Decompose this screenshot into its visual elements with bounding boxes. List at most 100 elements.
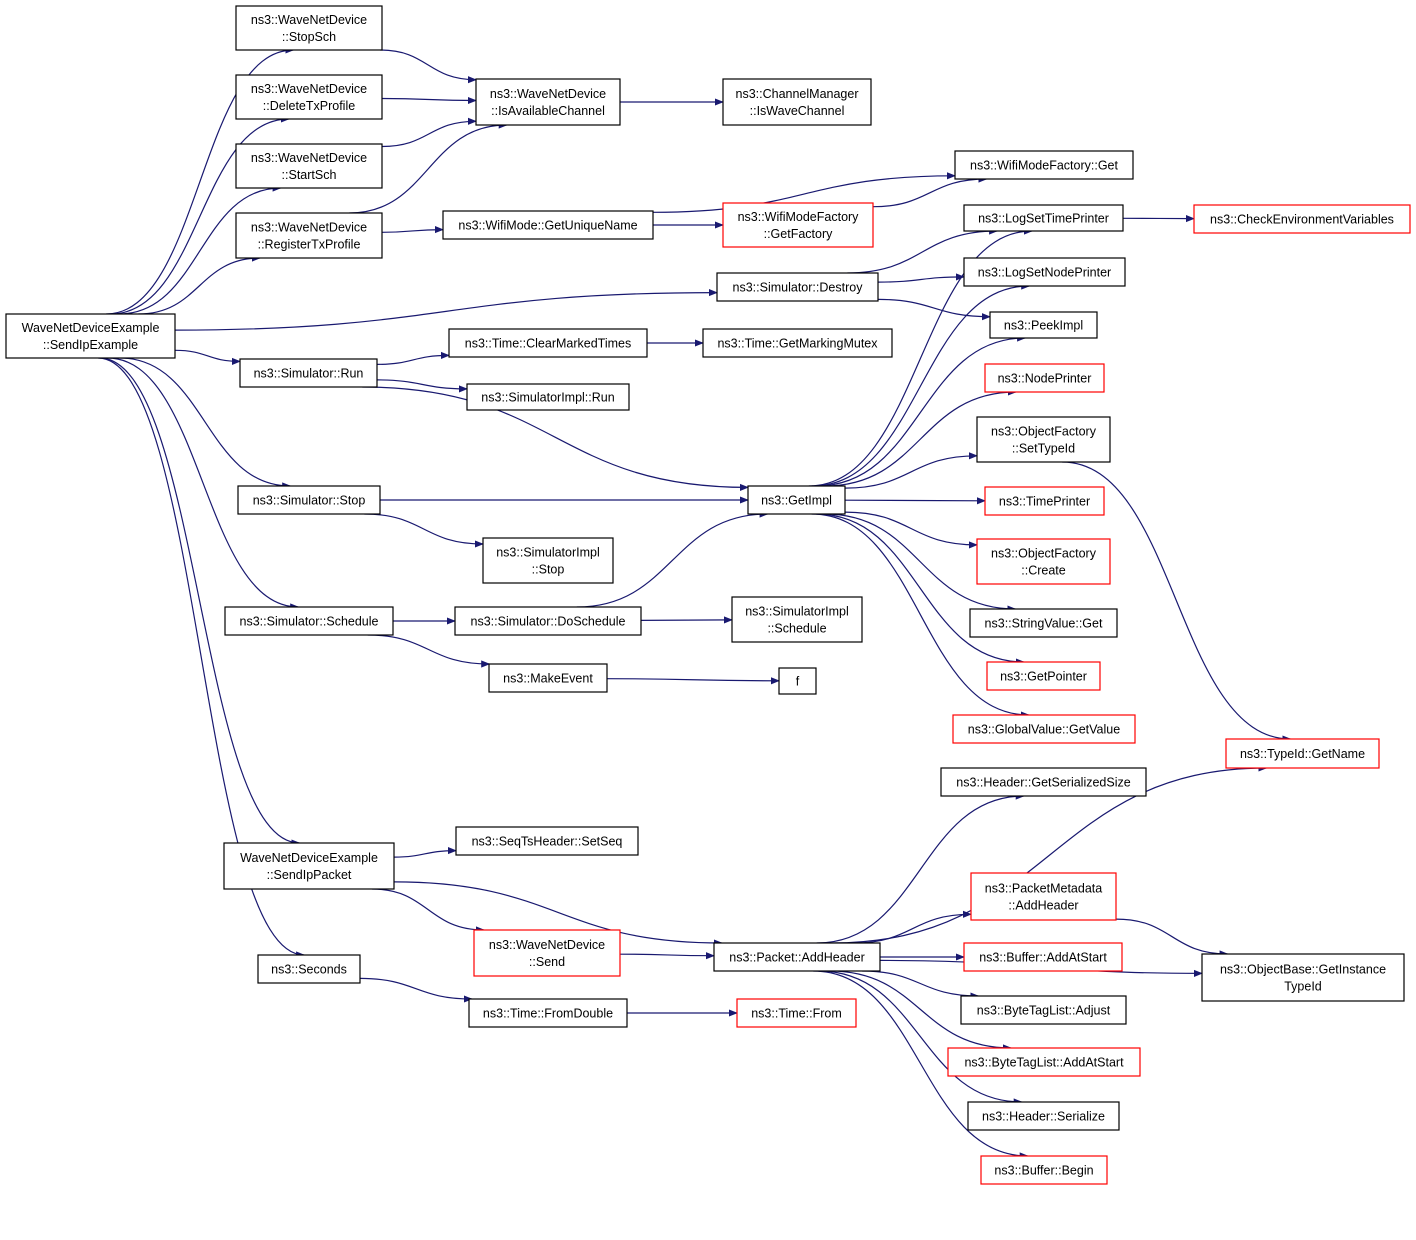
node-label: ns3::Simulator::Stop	[253, 494, 366, 508]
node-getimpl[interactable]: ns3::GetImpl	[747, 485, 846, 515]
node-getpointer[interactable]: ns3::GetPointer	[986, 661, 1101, 691]
node-isavail[interactable]: ns3::WaveNetDevice::IsAvailableChannel	[475, 78, 621, 126]
node-box	[713, 942, 881, 972]
node-markingmutex[interactable]: ns3::Time::GetMarkingMutex	[702, 328, 893, 358]
node-gvgetvalue[interactable]: ns3::GlobalValue::GetValue	[952, 714, 1136, 744]
node-pmaddheader[interactable]: ns3::PacketMetadata::AddHeader	[970, 872, 1117, 921]
node-box	[257, 954, 361, 984]
node-fromdouble[interactable]: ns3::Time::FromDouble	[468, 998, 628, 1028]
call-edge-simrun-to-getimpl	[362, 386, 749, 491]
call-edge-addheader-to-btladdstart	[829, 970, 1012, 1052]
node-label: ::GetFactory	[764, 227, 834, 241]
node-simimplstop[interactable]: ns3::SimulatorImpl::Stop	[482, 537, 614, 584]
node-label: ::Stop	[532, 563, 565, 577]
node-getuniq[interactable]: ns3::WifiMode::GetUniqueName	[442, 210, 654, 240]
node-box	[224, 606, 394, 636]
node-setseq[interactable]: ns3::SeqTsHeader::SetSeq	[455, 826, 639, 856]
node-label: ::SetTypeId	[1012, 442, 1075, 456]
edge-layer	[98, 46, 1292, 1160]
node-box	[980, 1155, 1108, 1185]
node-label: ns3::WaveNetDevice	[251, 221, 367, 235]
call-edge-seconds-to-fromdouble	[359, 977, 473, 1003]
call-edge-simrun-to-clearmarked	[376, 351, 450, 365]
node-btladdstart[interactable]: ns3::ByteTagList::AddAtStart	[947, 1047, 1141, 1077]
node-label: ns3::Simulator::DoSchedule	[471, 615, 626, 629]
node-bufbegin[interactable]: ns3::Buffer::Begin	[980, 1155, 1108, 1185]
node-stringget[interactable]: ns3::StringValue::Get	[969, 608, 1118, 638]
node-label: ns3::Header::Serialize	[982, 1110, 1105, 1124]
node-typeidname[interactable]: ns3::TypeId::GetName	[1225, 738, 1380, 769]
node-wndsend[interactable]: ns3::WaveNetDevice::Send	[473, 929, 621, 977]
node-btladjust[interactable]: ns3::ByteTagList::Adjust	[960, 995, 1127, 1025]
node-lognode[interactable]: ns3::LogSetNodePrinter	[963, 257, 1126, 287]
node-box	[473, 929, 621, 977]
call-edge-addheader-to-hdrserialize	[818, 970, 1023, 1106]
node-box	[940, 767, 1147, 797]
node-label: ns3::CheckEnvironmentVariables	[1210, 213, 1394, 227]
node-timeprinter[interactable]: ns3::TimePrinter	[984, 486, 1105, 516]
node-simrun[interactable]: ns3::Simulator::Run	[239, 358, 378, 388]
node-label: ns3::WaveNetDevice	[251, 13, 367, 27]
node-addheader[interactable]: ns3::Packet::AddHeader	[713, 942, 881, 972]
node-box	[947, 1047, 1141, 1077]
node-simschedule[interactable]: ns3::Simulator::Schedule	[224, 606, 394, 636]
node-label: ns3::GlobalValue::GetValue	[968, 723, 1120, 737]
node-makeevent[interactable]: ns3::MakeEvent	[488, 663, 608, 693]
node-setTypeId[interactable]: ns3::ObjectFactory::SetTypeId	[976, 416, 1111, 463]
node-label: ns3::Time::GetMarkingMutex	[717, 337, 878, 351]
node-label: TypeId	[1284, 980, 1322, 994]
node-label: ns3::GetImpl	[761, 494, 832, 508]
node-label: ns3::Buffer::AddAtStart	[979, 951, 1107, 965]
node-label: WaveNetDeviceExample	[22, 321, 160, 335]
node-destroy[interactable]: ns3::Simulator::Destroy	[716, 272, 879, 302]
node-hdrserialize[interactable]: ns3::Header::Serialize	[967, 1101, 1120, 1131]
node-box	[716, 272, 879, 302]
node-registertx[interactable]: ns3::WaveNetDevice::RegisterTxProfile	[235, 212, 383, 259]
node-simimplsched[interactable]: ns3::SimulatorImpl::Schedule	[731, 596, 863, 643]
node-bufaddstart[interactable]: ns3::Buffer::AddAtStart	[963, 942, 1123, 972]
node-box	[455, 826, 639, 856]
node-box	[731, 596, 863, 643]
node-nodeprinter[interactable]: ns3::NodePrinter	[984, 363, 1105, 393]
node-f[interactable]: f	[778, 667, 817, 695]
node-stopsch[interactable]: ns3::WaveNetDevice::StopSch	[235, 5, 383, 51]
node-simimplrun[interactable]: ns3::SimulatorImpl::Run	[466, 383, 630, 411]
node-box	[1193, 204, 1411, 234]
call-edge-addheader-to-bufbegin	[813, 970, 1029, 1160]
node-label: ns3::WaveNetDevice	[251, 82, 367, 96]
node-timefrom[interactable]: ns3::Time::From	[736, 998, 857, 1028]
node-wmfget[interactable]: ns3::WifiModeFactory::Get	[954, 150, 1134, 180]
call-edge-root-to-stopsch	[106, 46, 295, 315]
node-label: ns3::Simulator::Destroy	[733, 281, 864, 295]
node-deletetx[interactable]: ns3::WaveNetDevice::DeleteTxProfile	[235, 74, 383, 120]
node-checkenv[interactable]: ns3::CheckEnvironmentVariables	[1193, 204, 1411, 234]
node-doschedule[interactable]: ns3::Simulator::DoSchedule	[454, 606, 642, 636]
node-logtime[interactable]: ns3::LogSetTimePrinter	[963, 204, 1124, 232]
node-seconds[interactable]: ns3::Seconds	[257, 954, 361, 984]
node-box	[986, 661, 1101, 691]
call-edge-root-to-sendippacket	[99, 357, 301, 847]
node-sendippacket[interactable]: WaveNetDeviceExample::SendIpPacket	[223, 842, 395, 890]
call-edge-addheader-to-typeidname	[831, 764, 1268, 944]
node-label: ns3::Simulator::Run	[254, 367, 364, 381]
node-hdrsize[interactable]: ns3::Header::GetSerializedSize	[940, 767, 1147, 797]
node-label: ::StartSch	[282, 168, 337, 182]
node-iswave[interactable]: ns3::ChannelManager::IsWaveChannel	[722, 78, 872, 126]
node-label: ::SendIpExample	[43, 338, 138, 352]
node-startsch[interactable]: ns3::WaveNetDevice::StartSch	[235, 143, 383, 189]
node-label: ns3::ByteTagList::Adjust	[977, 1004, 1111, 1018]
node-label: ns3::PeekImpl	[1004, 319, 1083, 333]
call-edge-getimpl-to-stringget	[824, 513, 1017, 613]
node-box	[747, 485, 846, 515]
node-getfactory[interactable]: ns3::WifiModeFactory::GetFactory	[722, 202, 874, 248]
node-ofcreate[interactable]: ns3::ObjectFactory::Create	[976, 538, 1111, 585]
node-box	[722, 78, 872, 126]
node-root[interactable]: WaveNetDeviceExample::SendIpExample	[5, 313, 176, 359]
node-clearmarked[interactable]: ns3::Time::ClearMarkedTimes	[448, 328, 648, 358]
node-simstop[interactable]: ns3::Simulator::Stop	[237, 485, 381, 515]
call-edge-root-to-simschedule	[107, 357, 300, 611]
node-box	[223, 842, 395, 890]
call-edge-destroy-to-peekimpl	[877, 298, 991, 321]
node-peekimpl[interactable]: ns3::PeekImpl	[989, 311, 1098, 339]
